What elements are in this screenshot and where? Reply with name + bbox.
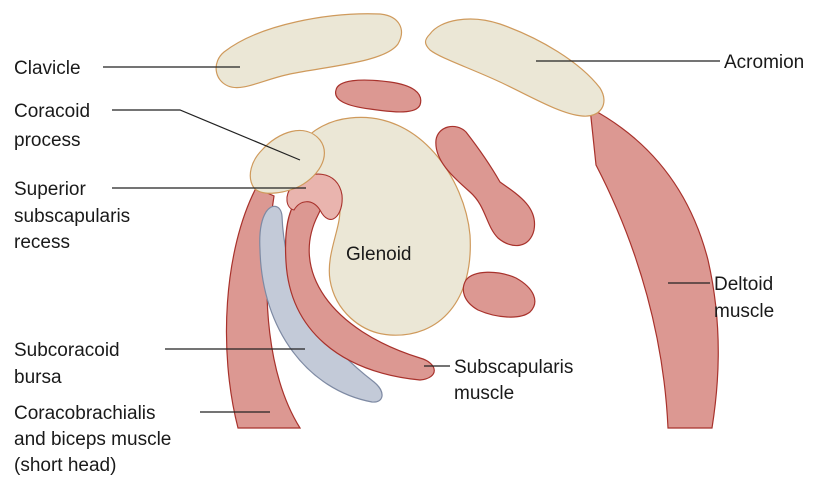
- label-superior-line3: recess: [14, 232, 70, 253]
- label-subscapularis-line2: muscle: [454, 383, 514, 404]
- label-deltoid-line2: muscle: [714, 301, 774, 322]
- label-deltoid-line1: Deltoid: [714, 274, 773, 295]
- label-coracobrachialis-line3: (short head): [14, 455, 116, 476]
- supraspinatus-fragment: [336, 80, 421, 112]
- acromion: [426, 19, 604, 116]
- label-coracoid-line1: Coracoid: [14, 101, 90, 122]
- label-subcoracoid-line1: Subcoracoid: [14, 340, 120, 361]
- label-coracoid-line2: process: [14, 130, 81, 151]
- label-coracobrachialis-line1: Coracobrachialis: [14, 403, 156, 424]
- teres-minor-fragment: [463, 272, 535, 317]
- label-superior-line1: Superior: [14, 179, 86, 200]
- label-glenoid: Glenoid: [346, 244, 412, 265]
- label-acromion: Acromion: [724, 52, 804, 73]
- clavicle: [216, 14, 401, 88]
- deltoid-muscle: [590, 108, 718, 428]
- label-subscapularis-line1: Subscapularis: [454, 357, 573, 378]
- label-subcoracoid-line2: bursa: [14, 367, 62, 388]
- label-clavicle: Clavicle: [14, 58, 81, 79]
- label-coracobrachialis-line2: and biceps muscle: [14, 429, 171, 450]
- label-superior-line2: subscapularis: [14, 206, 130, 227]
